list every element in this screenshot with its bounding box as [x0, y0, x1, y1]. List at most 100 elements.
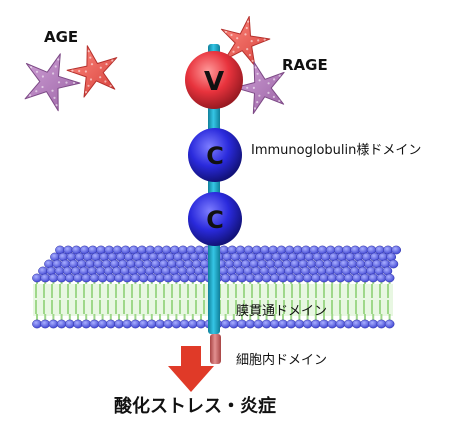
lipid-head [122, 273, 133, 283]
lipid-head [286, 273, 297, 283]
age-label: AGE [44, 28, 79, 46]
lipid-head [343, 319, 354, 329]
lipid-head [81, 319, 92, 329]
lipid-head [335, 273, 346, 283]
lipid-head [73, 273, 83, 283]
down-arrow-icon [168, 346, 214, 392]
c-domain-1: C [188, 128, 242, 182]
receptor-stalk [208, 44, 220, 334]
lipid-head [319, 319, 329, 329]
lipid-head [376, 319, 387, 329]
lipid-head [163, 273, 174, 283]
outcome-label: 酸化ストレス・炎症 [114, 396, 276, 417]
c-domain-2-label: C [206, 206, 224, 234]
lipid-head [179, 273, 190, 283]
lipid-head [146, 319, 157, 329]
rage-label: RAGE [282, 56, 328, 74]
lipid-head [105, 319, 116, 329]
lipid-head [368, 273, 379, 283]
lipid-head [237, 319, 247, 329]
cell-membrane [32, 245, 402, 329]
lipid-head [384, 319, 395, 329]
lipid-head [286, 319, 297, 329]
lipid-head [32, 319, 42, 329]
star-molecule-icon [66, 45, 118, 98]
lipid-head [48, 319, 59, 329]
cyto-domain-label: 細胞内ドメイン [236, 353, 328, 368]
lipid-head [261, 319, 272, 329]
lipid-head [269, 319, 280, 329]
lipid-head [253, 273, 264, 283]
star-molecule-icon [220, 16, 271, 67]
lipid-head [253, 319, 264, 329]
lipid-head [294, 273, 305, 283]
lipid-head [163, 319, 174, 329]
lipid-head [89, 273, 100, 283]
lipid-head [40, 273, 51, 283]
lipid-head [351, 319, 362, 329]
lipid-head [220, 319, 231, 329]
lipid-head [384, 273, 395, 283]
lipid-head [391, 245, 402, 255]
lipid-head [130, 319, 141, 329]
lipid-head [245, 319, 256, 329]
lipid-head [319, 273, 329, 283]
lipid-head [56, 273, 67, 283]
lipid-head [155, 319, 165, 329]
lipid-head [196, 319, 206, 329]
c-domain-1-label: C [206, 142, 224, 170]
lipid-head [105, 273, 116, 283]
lipid-head [81, 273, 92, 283]
lipid-head [48, 273, 59, 283]
lipid-head [114, 273, 124, 283]
lipid-head [187, 319, 198, 329]
lipid-head [327, 319, 338, 329]
lipid-head [310, 319, 321, 329]
v-domain-label: V [204, 67, 224, 97]
lipid-head [97, 319, 108, 329]
lipid-head [32, 273, 42, 283]
lipid-head [155, 273, 165, 283]
lipid-head [278, 273, 288, 283]
star-molecule-icon [24, 53, 81, 112]
lipid-head [228, 319, 239, 329]
c-domain-2: C [188, 192, 242, 246]
lipid-head [114, 319, 124, 329]
lipid-head [302, 273, 313, 283]
lipid-head [335, 319, 346, 329]
lipid-head [130, 273, 141, 283]
lipid-head [269, 273, 280, 283]
lipid-head [245, 273, 256, 283]
ig-domain-label: Immunoglobulin様ドメイン [251, 143, 422, 158]
lipid-head [343, 273, 354, 283]
lipid-head [261, 273, 272, 283]
lipid-head [220, 273, 231, 283]
v-domain: V [185, 51, 243, 109]
lipid-head [294, 319, 305, 329]
lipid-head [351, 273, 362, 283]
lipid-head [138, 319, 149, 329]
star-molecule-icon [234, 61, 285, 115]
lipid-head [388, 259, 399, 269]
lipid-head [368, 319, 379, 329]
lipid-head [179, 319, 190, 329]
lipid-head [327, 273, 338, 283]
lipid-head [360, 273, 370, 283]
lipid-head [360, 319, 370, 329]
lipid-head [138, 273, 149, 283]
lipid-head [171, 273, 182, 283]
cytoplasmic-tail [210, 334, 221, 364]
lipid-head [89, 319, 100, 329]
lipid-head [196, 273, 206, 283]
lipid-head [187, 273, 198, 283]
lipid-head [376, 273, 387, 283]
lipid-head [64, 319, 75, 329]
lipid-head [278, 319, 288, 329]
lipid-head [122, 319, 133, 329]
lipid-head [171, 319, 182, 329]
lipid-head [228, 273, 239, 283]
lipid-head [302, 319, 313, 329]
tm-domain-label: 膜貫通ドメイン [236, 304, 328, 319]
